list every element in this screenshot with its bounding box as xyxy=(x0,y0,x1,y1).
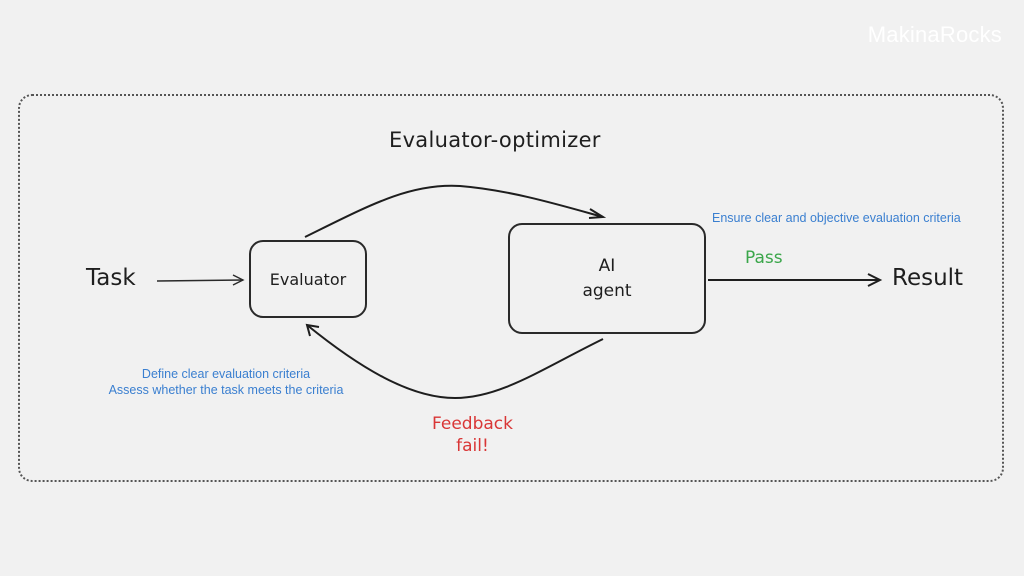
evaluator-to-agent-arrow xyxy=(304,184,607,238)
evaluator-note-line1: Define clear evaluation criteria xyxy=(141,367,311,381)
ai-agent-node: AI agent xyxy=(508,223,706,334)
evaluator-note: Define clear evaluation criteria Assess … xyxy=(88,366,364,398)
evaluator-label: Evaluator xyxy=(269,269,347,289)
feedback-label-line1: Feedback xyxy=(432,414,513,434)
ai-agent-label-line1: AI xyxy=(598,255,616,276)
brand-logo: MakinaRocks xyxy=(867,22,1002,47)
diagram-frame xyxy=(18,94,1004,482)
task-to-evaluator-arrow xyxy=(156,274,245,286)
feedback-arrow xyxy=(305,323,604,400)
agent-note: Ensure clear and objective evaluation cr… xyxy=(712,211,961,225)
evaluator-node: Evaluator xyxy=(249,240,367,318)
agent-to-result-arrow xyxy=(708,273,883,287)
feedback-label: Feedback fail! xyxy=(400,413,545,457)
ai-agent-label-line2: agent xyxy=(582,280,632,301)
diagram-title: Evaluator-optimizer xyxy=(389,128,601,152)
task-node: Task xyxy=(86,265,136,291)
evaluator-note-line2: Assess whether the task meets the criter… xyxy=(108,383,344,397)
pass-label: Pass xyxy=(745,248,783,268)
fail-label: fail! xyxy=(456,436,489,456)
result-node: Result xyxy=(892,265,964,291)
